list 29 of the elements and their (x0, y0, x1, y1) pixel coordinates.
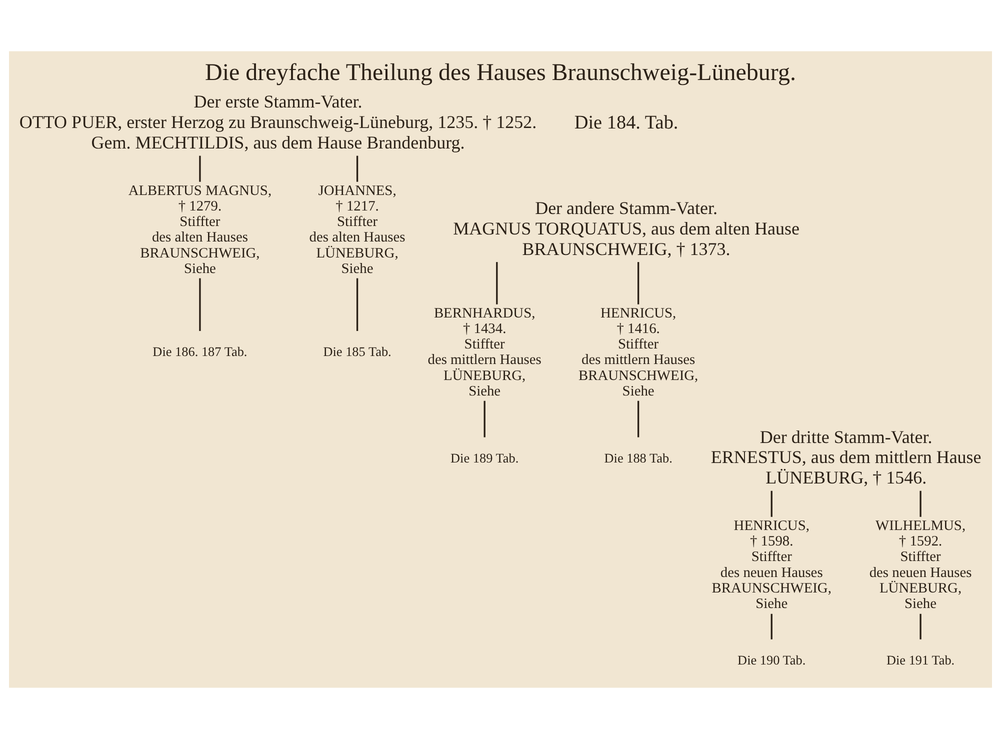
connector (198, 278, 200, 330)
node-text: Die 190 Tab. (737, 652, 806, 668)
node-text: Die 188 Tab. (604, 450, 672, 465)
connector (770, 490, 772, 516)
node-text: Die 189 Tab. (450, 450, 518, 465)
node-text: ALBERTUS MAGNUS, † 1279. Stiffter des alten Hauses BRAUNSCHWEIG, Siehe (128, 182, 272, 276)
node-text: WILHELMUS, † 1592. Stiffter des neuen Hauses LÜNEBURG, Siehe (868, 517, 972, 612)
connector (356, 278, 358, 330)
node-text: Die 185 Tab. (322, 344, 391, 359)
connector (919, 490, 921, 516)
connector (483, 400, 485, 437)
label: Die 184. Tab. (574, 112, 678, 133)
node-text: Die 186. 187 Tab. (152, 344, 247, 359)
node-text: Der erste Stamm-Vater. OTTO PUER, erster Herzog zu Braunschweig-Lüneburg, 1235. † 1252. Gem. MECHTILDIS, aus dem Hause Brandenburg. (18, 91, 536, 152)
connector (198, 155, 200, 182)
node-text: BERNHARDUS, † 1434. Stiffter des mittlern Hauses LÜNEBURG, Siehe (427, 304, 541, 399)
connector (356, 155, 358, 182)
connector (919, 613, 921, 639)
node-text: Der dritte Stamm-Vater. ERNESTUS, aus dem mittlern Hause LÜNEBURG, † 1546. (710, 426, 981, 488)
node-text: JOHANNES, † 1217. Stiffter des alten Hauses LÜNEBURG, Siehe (308, 182, 405, 276)
connector (496, 262, 498, 304)
connector (770, 613, 772, 639)
connector (636, 400, 639, 437)
node-text: HENRICUS, † 1416. Stiffter des mittlern Hauses BRAUNSCHWEIG, Siehe (578, 304, 698, 399)
diagram-title: Die dreyfache Theilung des Hauses Braunschweig-Lüneburg. (204, 60, 796, 86)
connector (636, 262, 639, 304)
node-text: Die 191 Tab. (886, 652, 954, 668)
node-text: HENRICUS, † 1598. Stiffter des neuen Hauses BRAUNSCHWEIG, Siehe (711, 517, 831, 612)
node-text: Der andere Stamm-Vater. MAGNUS TORQUATUS, aus dem alten Hause BRAUNSCHWEIG, † 1373. (452, 197, 799, 258)
